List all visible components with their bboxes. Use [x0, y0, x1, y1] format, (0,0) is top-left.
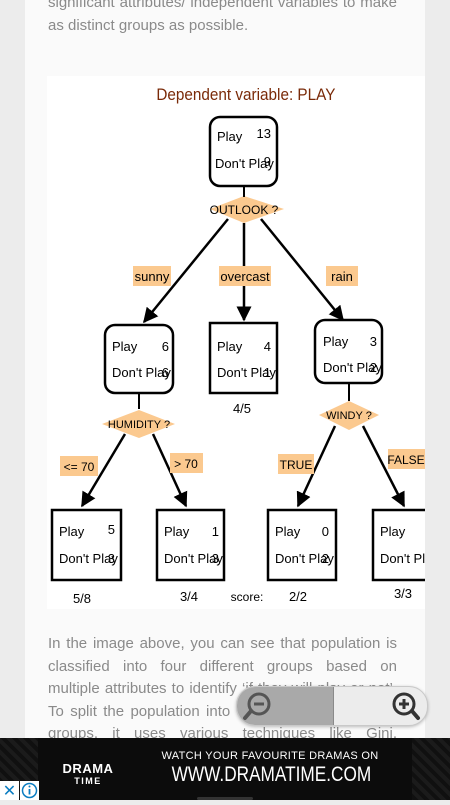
- ad-content-panel: [38, 738, 412, 800]
- zoom-in-button[interactable]: [333, 687, 427, 725]
- gt70-branch-label-box: [170, 453, 203, 473]
- outlook-split-label: OUTLOOK ?: [210, 203, 279, 217]
- rain-dont-label: Don't Play: [323, 360, 382, 375]
- leaf-dont-label: Don't Play: [275, 551, 334, 566]
- leaf-dont-value: 3: [212, 551, 219, 566]
- leaf-score: 5/8: [73, 591, 91, 606]
- sunny-dont-label: Don't Play: [112, 365, 171, 380]
- overcast-dont-label: Don't Play: [217, 365, 276, 380]
- false-branch-arrow: [361, 425, 406, 508]
- root-dont-value: 9: [264, 154, 271, 169]
- ad-info-button[interactable]: [20, 781, 39, 800]
- zoom-control: [236, 686, 428, 726]
- leaf-node-box: [371, 508, 425, 582]
- ad-close-button[interactable]: ✕: [0, 781, 19, 800]
- zoom-out-button[interactable]: [237, 687, 334, 725]
- gt70-branch-label: > 70: [174, 457, 198, 471]
- ad-headline: WATCH YOUR FAVOURITE DRAMAS ON: [161, 750, 379, 762]
- rain-branch-label: rain: [331, 269, 353, 284]
- sunny-play-value: 6: [162, 339, 169, 354]
- leaf-play-value: 0: [322, 524, 329, 539]
- overcast-score: 4/5: [233, 401, 251, 416]
- sunny-node-box: [103, 323, 175, 395]
- root-play-value: 13: [257, 126, 271, 141]
- rain-dont-value: 2: [370, 360, 377, 375]
- leaf-play-label: Play: [380, 524, 406, 539]
- leaf-score: 3/4: [180, 589, 198, 604]
- ad-url: WWW.DRAMATIME.COM: [171, 763, 372, 786]
- ad-banner[interactable]: [0, 738, 450, 800]
- humidity-split-label: HUMIDITY ?: [108, 419, 170, 431]
- score-label: score:: [231, 590, 264, 604]
- leaf-score: 2/2: [289, 589, 307, 604]
- windy-split-label: WINDY ?: [326, 410, 372, 422]
- outlook-split-diamond: [210, 196, 284, 223]
- sunny-branch-label-box: [133, 266, 171, 286]
- leaf-node-box: [50, 508, 123, 582]
- tree-title: Dependent variable: PLAY: [156, 85, 335, 104]
- rain-branch-arrow: [260, 218, 344, 322]
- info-icon: [21, 782, 38, 799]
- leaf-play-value: 5: [108, 522, 115, 537]
- rain-play-value: 3: [370, 334, 377, 349]
- humidity-split-diamond: [102, 410, 175, 438]
- article-paragraph: significant attributes/ independent vari…: [48, 0, 397, 34]
- ad-logo: DRAMA TIME: [58, 762, 118, 786]
- leaf-play-label: Play: [275, 524, 301, 539]
- rain-branch-label-box: [326, 266, 358, 286]
- true-branch-label: TRUE: [280, 458, 313, 472]
- sunny-dont-value: 6: [162, 365, 169, 380]
- sunny-branch-label: sunny: [135, 269, 170, 284]
- gesture-bar: [197, 797, 253, 800]
- gt70-branch-arrow: [151, 433, 188, 508]
- false-branch-label: FALSE: [387, 453, 424, 467]
- le70-branch-label: <= 70: [64, 460, 95, 474]
- ad-logo-top: DRAMA: [62, 761, 114, 776]
- zoom-out-icon: [243, 692, 271, 720]
- overcast-play-label: Play: [217, 339, 243, 354]
- root-play-label: Play: [217, 129, 243, 144]
- leaf-dont-label: Don't Play: [380, 551, 425, 566]
- sunny-play-label: Play: [112, 339, 138, 354]
- leaf-dont-label: Don't Play: [59, 551, 118, 566]
- leaf-node-box: [266, 508, 338, 582]
- zoom-in-icon: [392, 692, 420, 720]
- overcast-branch-label: overcast: [220, 269, 270, 284]
- le70-branch-label-box: [60, 456, 98, 476]
- sunny-branch-arrow: [143, 218, 229, 324]
- leaf-play-label: Play: [164, 524, 190, 539]
- le70-branch-arrow: [80, 433, 127, 508]
- leaf-dont-value: 2: [322, 551, 329, 566]
- leaf-play-value: 1: [212, 524, 219, 539]
- overcast-branch-label-box: [219, 266, 271, 286]
- ad-logo-bottom: TIME: [74, 776, 102, 786]
- overcast-play-value: 4: [264, 339, 271, 354]
- leaf-node-box: [155, 508, 226, 582]
- leaf-dont-value: 3: [108, 551, 115, 566]
- leaf-dont-label: Don't Play: [164, 551, 223, 566]
- true-branch-arrow: [296, 425, 337, 508]
- windy-split-diamond: [319, 401, 379, 430]
- leaf-score: 3/3: [394, 586, 412, 601]
- overcast-dont-value: 1: [264, 365, 271, 380]
- article-paragraph: In the image above, you can see that pop…: [48, 635, 397, 738]
- leaf-play-label: Play: [59, 524, 85, 539]
- rain-play-label: Play: [323, 334, 349, 349]
- false-branch-label-box: [388, 449, 425, 469]
- true-branch-label-box: [278, 454, 314, 474]
- root-dont-label: Don't Play: [215, 156, 274, 171]
- overcast-node-box: [208, 321, 279, 395]
- decision-tree-figure: Dependent variable: PLAY Play 13 Don't P…: [47, 76, 425, 609]
